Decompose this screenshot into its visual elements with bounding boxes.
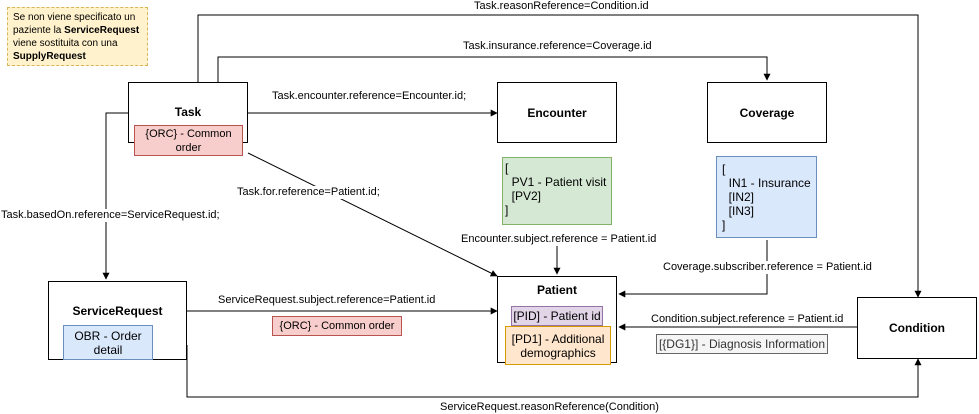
label-sr-reason: ServiceRequest.reasonReference(Condition… xyxy=(440,401,659,414)
label-coverage-subscriber: Coverage.subscriber.reference = Patient.… xyxy=(663,261,872,274)
label-task-based-on: Task.basedOn.reference=ServiceRequest.id… xyxy=(1,209,220,222)
note-line-3: viene sostituita con una xyxy=(13,38,118,49)
service-request-title: ServiceRequest xyxy=(72,304,163,318)
edge-coverage-subscriber xyxy=(618,240,768,298)
task-orc-segment: {ORC} - Common order xyxy=(134,125,243,156)
coverage-node[interactable]: Coverage xyxy=(707,82,827,143)
label-encounter-subject: Encounter.subject.reference = Patient.id xyxy=(461,233,657,246)
sr-obr-segment: OBR - Order detail xyxy=(63,325,153,360)
edge-task-based-on xyxy=(102,112,128,280)
edge-task-reason xyxy=(197,14,922,298)
label-task-for: Task.for.reference=Patient.id; xyxy=(237,186,380,199)
edge-task-insurance xyxy=(217,56,771,82)
label-sr-subject: ServiceRequest.subject.reference=Patient… xyxy=(218,294,436,307)
coverage-in-segment: [ IN1 - Insurance [IN2] [IN3] ] xyxy=(716,156,817,238)
patient-title: Patient xyxy=(536,283,577,297)
task-title: Task xyxy=(174,105,202,119)
encounter-title: Encounter xyxy=(527,105,587,120)
condition-node[interactable]: Condition xyxy=(857,297,977,359)
encounter-node[interactable]: Encounter xyxy=(497,82,617,143)
encounter-pv-segment: [ PV1 - Patient visit [PV2] ] xyxy=(502,157,612,225)
condition-dg1-segment: [{DG1}] - Diagnosis Information xyxy=(656,334,828,354)
label-task-insurance: Task.insurance.reference=Coverage.id xyxy=(463,40,652,53)
label-task-reason: Task.reasonReference=Condition.id xyxy=(474,0,649,13)
replacement-note: Se non viene specificato un paziente la … xyxy=(7,7,148,66)
label-condition-subject: Condition.subject.reference = Patient.id xyxy=(651,313,844,326)
edge-task-for xyxy=(247,152,498,277)
coverage-title: Coverage xyxy=(739,105,795,120)
patient-pd1-segment: [PD1] - Additional demographics xyxy=(505,326,611,365)
patient-pid-segment: [PID] - Patient id xyxy=(511,306,603,326)
edge-sr-reason xyxy=(186,345,922,398)
sr-orc-segment: {ORC} - Common order xyxy=(272,316,402,336)
condition-title: Condition xyxy=(889,321,945,335)
note-line-2: paziente la ServiceRequest xyxy=(13,25,140,36)
label-task-encounter: Task.encounter.reference=Encounter.id; xyxy=(272,90,467,103)
note-line-4: SupplyRequest xyxy=(13,51,86,62)
note-line-1: Se non viene specificato un xyxy=(13,12,136,23)
